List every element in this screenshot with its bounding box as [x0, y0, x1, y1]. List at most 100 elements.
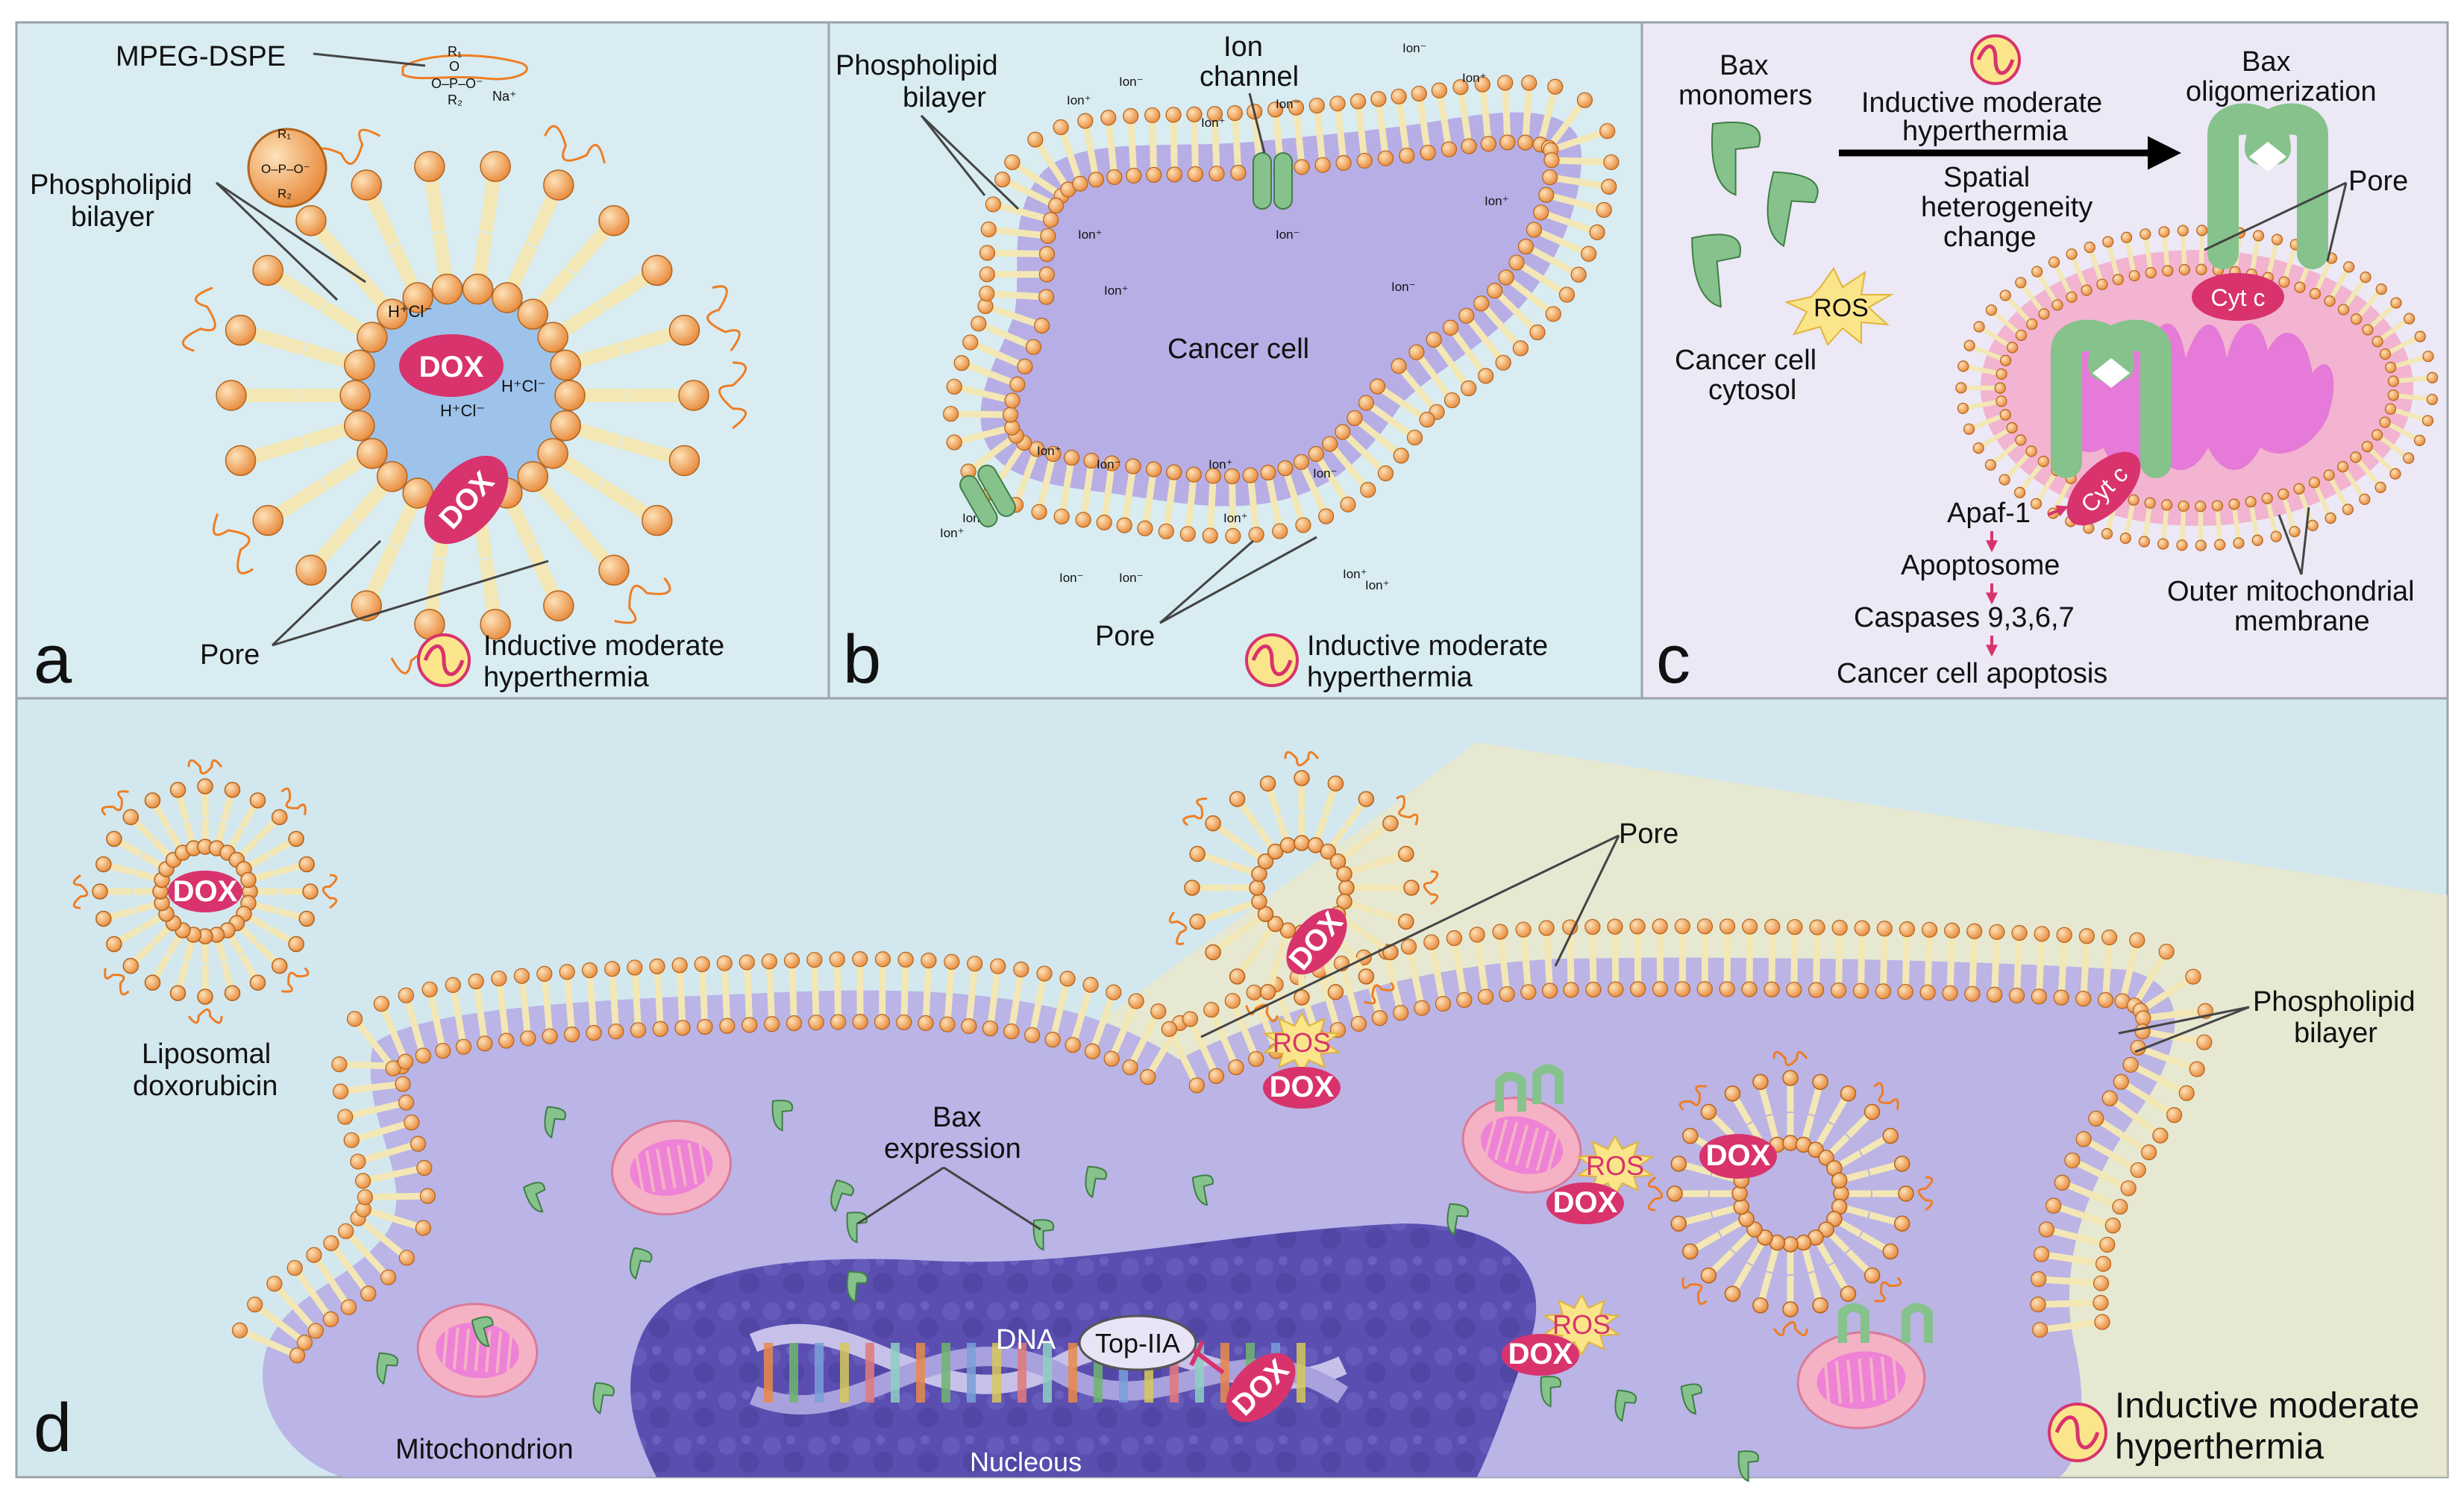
ion-label: Ion⁺: [1201, 116, 1226, 130]
lipid-head: [1831, 983, 1846, 997]
lipid-head: [1045, 1032, 1060, 1047]
lipid-head: [1725, 1086, 1740, 1101]
lipid-head: [1526, 222, 1541, 237]
lipid-head: [538, 322, 568, 352]
lipid-head: [463, 274, 492, 304]
lipid-tail: [1884, 933, 1885, 987]
lipid-head: [1186, 467, 1201, 482]
dox-label-1: DOX: [1270, 1071, 1335, 1103]
cytosol-label-2: cytosol: [1708, 375, 1796, 406]
lipid-tail: [2084, 941, 2087, 994]
lipid-head: [1206, 816, 1220, 831]
lipid-head: [2212, 501, 2222, 511]
lipid-head: [2196, 264, 2207, 275]
lipid-head: [2178, 225, 2188, 236]
lipid-head: [308, 1323, 323, 1338]
lipid-head: [650, 959, 665, 974]
lipid-head: [1005, 155, 1020, 170]
hyperthermia-label: Inductive moderate: [2115, 1386, 2419, 1426]
lipid-head: [1018, 359, 1032, 374]
lipid-head: [1261, 985, 1276, 1000]
lipid-head: [2142, 1145, 2157, 1160]
lipid-o: O: [449, 59, 460, 74]
lipid-head: [2197, 1035, 2212, 1050]
lipid-tail: [2164, 235, 2167, 268]
lipid-head: [1479, 989, 1493, 1004]
hcl-label-3: H⁺Cl⁻: [440, 401, 485, 420]
lipid-head: [1226, 528, 1241, 543]
lipid-head: [1085, 1044, 1100, 1059]
lipid-head: [720, 1018, 735, 1033]
lipid-head: [555, 380, 585, 410]
lipid-head: [1734, 1200, 1749, 1215]
lipid-head: [1459, 308, 1474, 323]
lipid-tail: [2182, 510, 2184, 542]
lipid-head: [272, 959, 287, 974]
lipid-head: [1138, 521, 1153, 536]
lipid-head: [1608, 919, 1623, 934]
cytc-label: Cyt c: [2211, 284, 2266, 311]
lipid-tail: [1153, 119, 1154, 170]
lipid-head: [226, 316, 256, 345]
lipid-head: [1370, 379, 1385, 394]
lipid-head: [2189, 1062, 2204, 1077]
ion-label: Ion⁺: [1223, 511, 1248, 525]
lipid-head: [2372, 336, 2383, 347]
lipid-head: [1078, 113, 1093, 128]
lipid-head: [324, 1235, 339, 1250]
lipid-head: [1227, 106, 1242, 121]
lipid-head: [1147, 167, 1162, 182]
lipid-head: [518, 462, 548, 492]
lipid-head: [2027, 319, 2037, 329]
lipid-head: [2360, 272, 2371, 283]
lipid-head: [145, 975, 160, 990]
ion-label: Ion⁺: [940, 526, 965, 540]
lipid-head: [2385, 404, 2395, 414]
lipid-head: [1129, 994, 1144, 1009]
lipid-head: [410, 1136, 425, 1151]
lipid-head: [1166, 107, 1181, 122]
liposome-dox-label: DOX: [173, 875, 238, 908]
lipid-head: [1513, 341, 1528, 356]
lipid-head: [1810, 920, 1825, 935]
lipid-head: [981, 222, 996, 236]
lipid-head: [356, 1174, 371, 1188]
lipid-head: [480, 151, 510, 181]
lipid-tail: [792, 965, 794, 1019]
lipid-tail: [1637, 931, 1638, 985]
lipid-head: [357, 439, 387, 469]
lipid-head: [599, 206, 629, 236]
lipid-head: [559, 965, 574, 980]
lipid-head: [586, 1025, 601, 1040]
lipid-head: [171, 986, 186, 1000]
lipid-head: [297, 1335, 312, 1350]
lipid-head: [2229, 499, 2239, 510]
lipid-tail: [1794, 932, 1795, 986]
lipid-head: [251, 975, 266, 990]
lipid-head: [107, 937, 122, 952]
lipid-head: [944, 407, 959, 422]
lipid-head: [542, 1029, 557, 1044]
lipid-head: [2254, 231, 2264, 241]
oligo-label: Bax: [2242, 46, 2290, 78]
lipid-head: [2167, 1108, 2182, 1123]
lipid-tail: [545, 978, 549, 1032]
lipid-head: [2093, 1295, 2108, 1310]
ros-label: ROS: [1813, 294, 1869, 322]
lipid-head: [287, 1261, 302, 1276]
lipid-head: [1581, 246, 1596, 261]
lipid-head: [1209, 1068, 1223, 1083]
lipid-head: [1123, 109, 1138, 124]
lipid-head: [1987, 987, 2002, 1002]
ros-label-1: ROS: [1273, 1027, 1331, 1058]
lipid-head: [2415, 331, 2425, 342]
lipid-head: [1123, 1060, 1138, 1075]
pore-label: Pore: [200, 639, 260, 671]
lipid-head: [338, 1109, 353, 1124]
hyperthermia-label-2: hyperthermia: [2115, 1427, 2324, 1467]
lipid-head: [1481, 137, 1496, 151]
lipid-tail: [1615, 931, 1616, 985]
lipid-head: [544, 170, 574, 200]
lipid-head: [1294, 454, 1308, 469]
lipid-head: [2362, 442, 2372, 452]
